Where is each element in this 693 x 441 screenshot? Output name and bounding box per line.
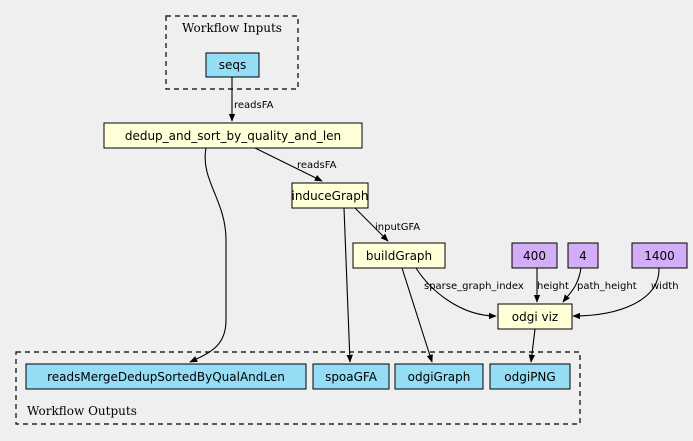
output-odgi-png[interactable]: odgiPNG: [489, 363, 571, 390]
edge-build-odgi-output: [401, 267, 433, 363]
node-param-4[interactable]: 4: [567, 242, 599, 269]
node-odgi-viz-label: odgi viz: [512, 310, 558, 324]
edge-induce-spoa-output: [343, 207, 353, 363]
edges: [189, 77, 660, 363]
output-odgi-png-label: odgiPNG: [504, 370, 555, 384]
output-odgi-graph[interactable]: odgiGraph: [394, 363, 484, 390]
node-seqs-label: seqs: [219, 58, 247, 72]
edge-dedup-induce: [254, 147, 323, 182]
node-param-400[interactable]: 400: [511, 242, 558, 269]
output-odgi-graph-label: odgiGraph: [408, 370, 471, 384]
node-induce-graph[interactable]: induceGraph: [291, 182, 369, 209]
edge-dedup-reads-output: [189, 147, 227, 363]
edge-label-400-viz: height: [537, 281, 569, 292]
edge-build-viz: [415, 267, 497, 320]
edge-viz-png-output: [528, 328, 536, 363]
edge-1400-viz: [572, 267, 660, 320]
workflow-inputs-title: Workflow Inputs: [182, 21, 282, 35]
node-param-1400-label: 1400: [644, 249, 675, 263]
edge-label-dedup-induce: readsFA: [297, 160, 337, 171]
node-param-4-label: 4: [579, 249, 587, 263]
node-param-400-label: 400: [523, 249, 546, 263]
output-spoa-gfa-label: spoaGFA: [325, 370, 378, 384]
node-odgi-viz[interactable]: odgi viz: [497, 303, 573, 330]
node-param-1400[interactable]: 1400: [631, 242, 688, 269]
edge-label-build-viz: sparse_graph_index: [424, 281, 524, 292]
workflow-outputs-title: Workflow Outputs: [27, 404, 137, 418]
edge-4-viz: [562, 267, 582, 303]
node-dedup-label: dedup_and_sort_by_quality_and_len: [125, 129, 341, 143]
output-reads-merge[interactable]: readsMergeDedupSortedByQualAndLen: [25, 363, 307, 390]
edge-label-1400-viz: width: [651, 281, 679, 292]
output-reads-merge-label: readsMergeDedupSortedByQualAndLen: [47, 370, 285, 384]
node-dedup[interactable]: dedup_and_sort_by_quality_and_len: [103, 122, 363, 149]
edge-label-4-viz: path_height: [577, 281, 637, 292]
node-seqs[interactable]: seqs: [205, 52, 260, 78]
node-induce-graph-label: induceGraph: [292, 189, 369, 203]
edge-induce-build: [354, 207, 389, 242]
edge-label-seqs-dedup: readsFA: [234, 100, 274, 111]
edge-labels: readsFA readsFA inputGFA sparse_graph_in…: [234, 100, 679, 292]
workflow-outputs-cluster: Workflow Outputs: [15, 351, 581, 425]
edge-label-induce-build: inputGFA: [375, 222, 420, 233]
node-build-graph-label: buildGraph: [366, 249, 432, 263]
node-build-graph[interactable]: buildGraph: [352, 242, 446, 269]
output-spoa-gfa[interactable]: spoaGFA: [312, 363, 390, 390]
